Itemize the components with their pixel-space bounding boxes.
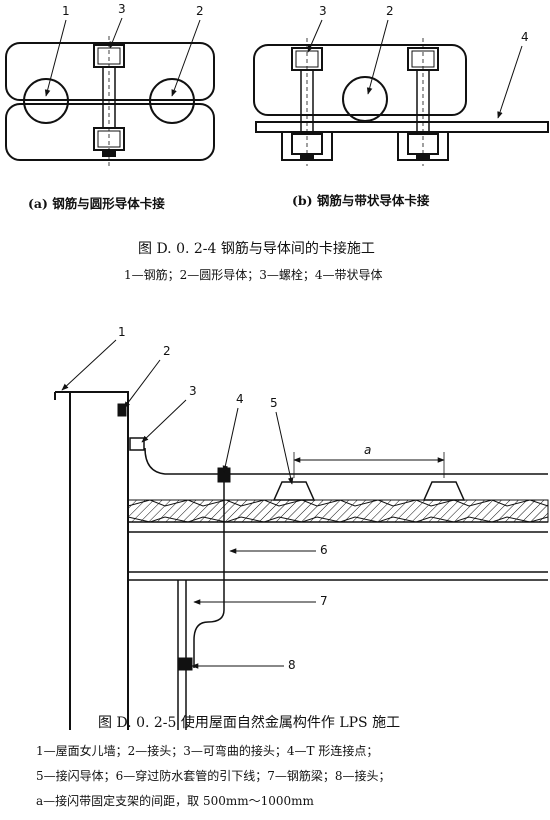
figure-caption-1: 图 D. 0. 2-4 钢筋与导体间的卡接施工 (138, 241, 375, 257)
joint-8 (177, 657, 193, 671)
label-n1: 1 (118, 325, 126, 339)
flexible-joint-3 (129, 437, 145, 451)
label-n7: 7 (320, 594, 328, 608)
figure-caption-2: 图 D. 0. 2-5 使用屋面自然金属构件作 LPS 施工 (98, 715, 401, 731)
label-b4: 4 (521, 30, 529, 44)
figure-legend-2-line2: 5—接闪导体；6—穿过防水套管的引下线；7—钢筋梁；8—接头； (36, 769, 391, 783)
label-a3: 3 (118, 2, 126, 16)
label-n2: 2 (163, 344, 171, 358)
conductor-support-2 (422, 481, 466, 501)
clamp-b-round-conductor (342, 76, 388, 122)
subcaption-a: (a) 钢筋与圆形导体卡接 (28, 196, 165, 211)
figure-legend-2-line1: 1—屋面女儿墙；2—接头；3—可弯曲的接头；4—T 形连接点； (36, 744, 379, 758)
clamp-a-upper-jaw (5, 42, 215, 101)
label-n5: 5 (270, 396, 278, 410)
down-conductor-6 (193, 482, 225, 668)
joint-2 (117, 403, 127, 417)
clamp-a-rebar (23, 78, 69, 124)
label-b2: 2 (386, 4, 394, 18)
corrugated-roof (127, 499, 549, 523)
label-a1: 1 (62, 4, 70, 18)
clamp-b-upper-jaw (253, 44, 467, 116)
clamp-b (253, 44, 549, 161)
label-b3: 3 (319, 4, 327, 18)
figure-legend-1: 1—钢筋；2—圆形导体；3—螺栓；4—带状导体 (124, 268, 383, 282)
label-n4: 4 (236, 392, 244, 406)
label-n3: 3 (189, 384, 197, 398)
dimension-label-a: a (364, 443, 372, 457)
roof-lps-diagram (54, 391, 549, 730)
clamp-b-strip-conductor (255, 121, 549, 133)
clamp-a (5, 42, 215, 161)
label-a2: 2 (196, 4, 204, 18)
label-n6: 6 (320, 543, 328, 557)
label-n8: 8 (288, 658, 296, 672)
air-termination-conductor (144, 447, 548, 475)
clamp-a-round-conductor (149, 78, 195, 124)
parapet-wall (55, 391, 129, 730)
clamp-a-lower-jaw (5, 103, 215, 161)
figure-legend-2-line3: a—接闪带固定支架的间距，取 500mm～1000mm (36, 794, 314, 808)
conductor-support-1 (272, 481, 316, 501)
subcaption-b: (b) 钢筋与带状导体卡接 (292, 193, 430, 208)
